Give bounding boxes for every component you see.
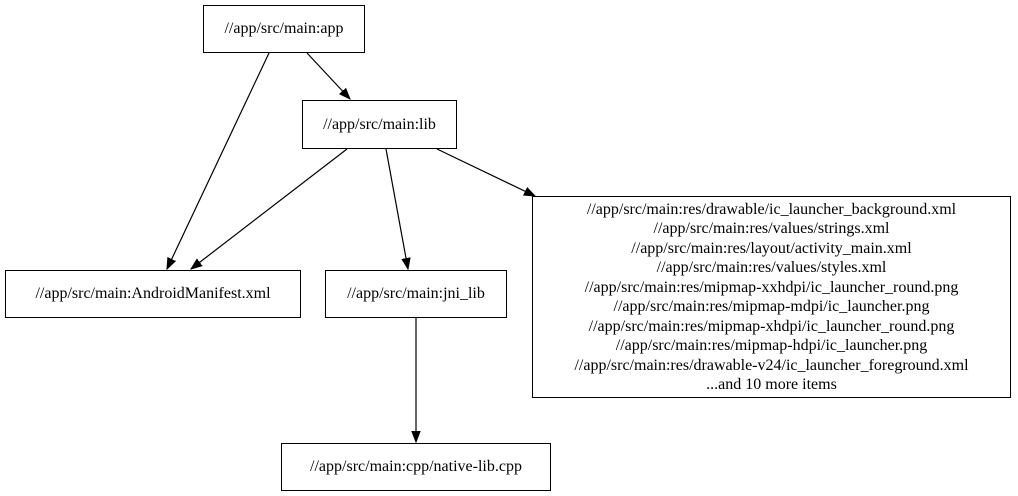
- edge-lib-to-res-group: [436, 148, 535, 196]
- res-group-more-items: ...and 10 more items: [706, 376, 837, 393]
- node-app-label: //app/src/main:app: [224, 20, 344, 38]
- node-android-manifest: //app/src/main:AndroidManifest.xml: [5, 270, 301, 318]
- node-lib-label: //app/src/main:lib: [323, 115, 436, 133]
- edge-app-to-lib: [306, 52, 350, 99]
- res-group-line: //app/src/main:res/values/strings.xml: [653, 220, 890, 237]
- edge-app-to-manifest: [167, 52, 270, 269]
- res-group-line: //app/src/main:res/layout/activity_main.…: [631, 239, 912, 257]
- edge-lib-to-manifest: [191, 148, 348, 269]
- edge-lib-to-jni-lib: [385, 148, 408, 269]
- node-android-manifest-label: //app/src/main:AndroidManifest.xml: [35, 285, 271, 303]
- node-jni-lib-label: //app/src/main:jni_lib: [347, 285, 485, 303]
- res-group-line: //app/src/main:res/mipmap-xxhdpi/ic_laun…: [584, 278, 959, 296]
- node-native-lib-cpp: //app/src/main:cpp/native-lib.cpp: [281, 443, 551, 491]
- res-group-line: //app/src/main:res/values/styles.xml: [656, 259, 887, 276]
- res-group-line: //app/src/main:res/mipmap-xhdpi/ic_launc…: [588, 317, 955, 335]
- res-group-line: //app/src/main:res/drawable-v24/ic_launc…: [574, 356, 969, 374]
- node-native-lib-cpp-label: //app/src/main:cpp/native-lib.cpp: [310, 458, 522, 476]
- res-group-line: //app/src/main:res/drawable/ic_launcher_…: [586, 200, 957, 218]
- node-res-group: //app/src/main:res/drawable/ic_launcher_…: [532, 196, 1011, 398]
- node-app: //app/src/main:app: [203, 5, 365, 53]
- node-lib: //app/src/main:lib: [302, 100, 457, 149]
- node-jni-lib: //app/src/main:jni_lib: [325, 270, 507, 318]
- res-group-line: //app/src/main:res/mipmap-hdpi/ic_launch…: [615, 337, 928, 354]
- res-group-line: //app/src/main:res/mipmap-mdpi/ic_launch…: [613, 298, 930, 315]
